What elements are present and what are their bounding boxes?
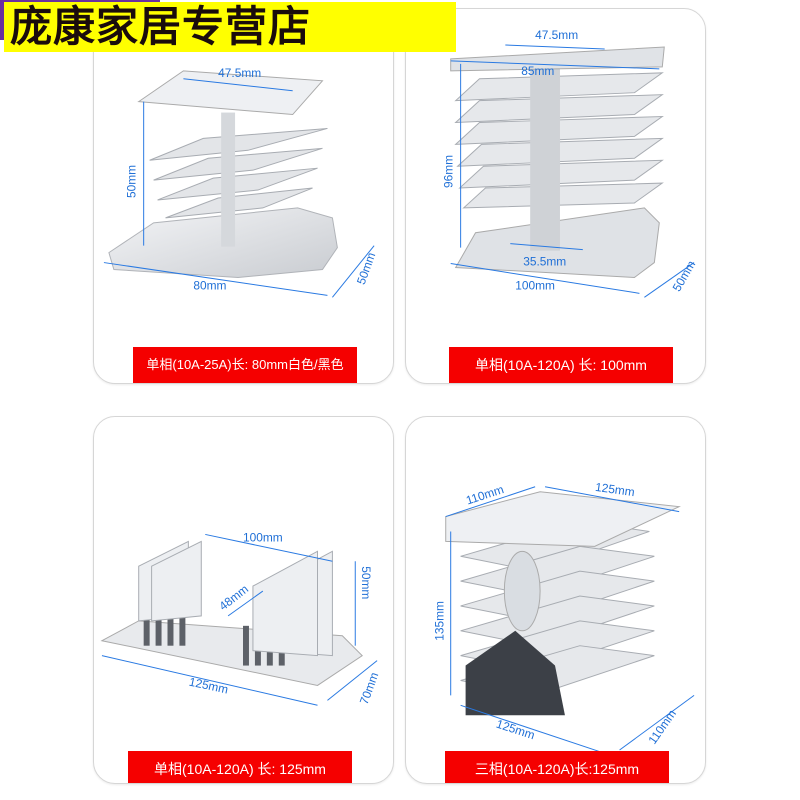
svg-text:50mm: 50mm [359, 566, 373, 599]
svg-text:85mm: 85mm [521, 64, 554, 78]
spec-label: 三相(10A-120A)长:125mm [445, 751, 669, 783]
heatsink-image: 47.5mm 85mm 96mm 35.5mm 100mm 50mm [442, 28, 699, 298]
svg-text:125mm: 125mm [594, 480, 635, 499]
svg-text:96mm: 96mm [442, 155, 456, 188]
svg-text:125mm: 125mm [188, 675, 230, 697]
svg-text:47.5mm: 47.5mm [218, 66, 261, 80]
svg-text:125mm: 125mm [494, 717, 536, 743]
product-card-single-phase-100mm[interactable]: 47.5mm 85mm 96mm 35.5mm 100mm 50mm 单相(10… [405, 8, 706, 384]
svg-text:100mm: 100mm [243, 530, 283, 544]
spec-label: 单相(10A-25A)长: 80mm白色/黑色 [133, 347, 357, 383]
spec-label: 单相(10A-120A) 长: 100mm [449, 347, 673, 383]
product-card-three-phase-125mm[interactable]: 110mm 125mm 135mm 125mm 110mm 三相(10A-120… [405, 416, 706, 784]
svg-text:50mm: 50mm [354, 250, 378, 286]
svg-text:135mm: 135mm [433, 601, 447, 641]
svg-text:70mm: 70mm [357, 670, 381, 706]
heatsink-image: 100mm 48mm 50mm 125mm 70mm [100, 530, 381, 706]
svg-text:80mm: 80mm [193, 278, 226, 292]
svg-text:48mm: 48mm [216, 582, 251, 613]
dimension-annotations: 47.5mm 50mm 80mm 50mm [103, 66, 378, 298]
svg-text:35.5mm: 35.5mm [523, 255, 566, 269]
spec-label: 单相(10A-120A) 长: 125mm [128, 751, 352, 783]
shop-name-banner: 庞康家居专营店 [4, 2, 456, 52]
svg-text:100mm: 100mm [515, 278, 555, 292]
svg-text:50mm: 50mm [125, 165, 139, 198]
product-card-single-phase-125mm[interactable]: 100mm 48mm 50mm 125mm 70mm 单相(10A-120A) … [93, 416, 394, 784]
svg-text:47.5mm: 47.5mm [535, 28, 578, 42]
heatsink-image: 110mm 125mm 135mm 125mm 110mm [433, 480, 695, 756]
heatsink-image: 47.5mm 50mm 80mm 50mm [103, 66, 378, 298]
product-card-single-phase-80mm[interactable]: 47.5mm 50mm 80mm 50mm 单相(10A-25A)长: 80mm… [93, 8, 394, 384]
svg-text:50mm: 50mm [670, 258, 699, 294]
